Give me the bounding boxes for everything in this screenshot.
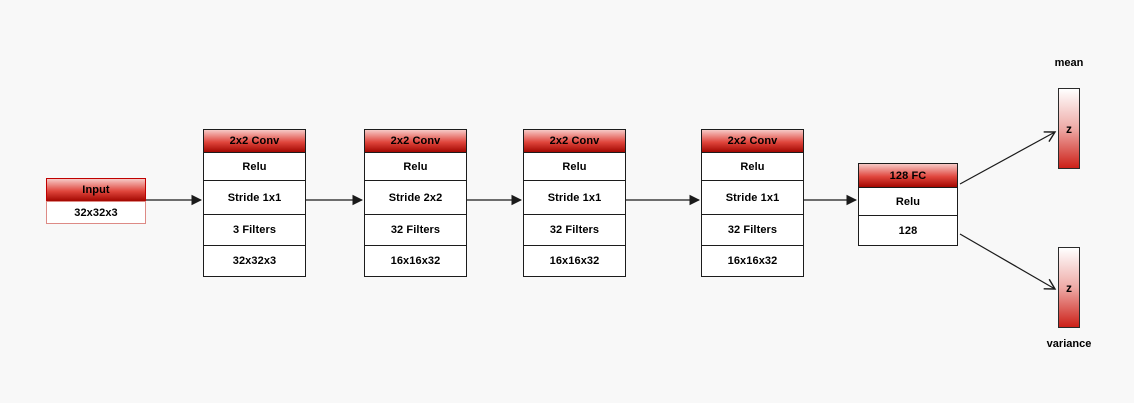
conv-block-4-output: 16x16x32 (701, 245, 804, 277)
conv-block-1-output: 32x32x3 (203, 245, 306, 277)
conv-block-2: 2x2 Conv Relu Stride 2x2 32 Filters 16x1… (364, 129, 467, 277)
conv-block-2-activation: Relu (364, 152, 467, 181)
conv-block-1: 2x2 Conv Relu Stride 1x1 3 Filters 32x32… (203, 129, 306, 277)
conv-block-2-filters: 32 Filters (364, 214, 467, 246)
conv-block-4-activation: Relu (701, 152, 804, 181)
conv-block-4-filters: 32 Filters (701, 214, 804, 246)
fc-block-activation: Relu (858, 187, 958, 216)
conv-block-1-stride: Stride 1x1 (203, 180, 306, 215)
variance-label: variance (1046, 338, 1092, 350)
input-block: Input 32x32x3 (46, 178, 146, 224)
conv-block-3-title: 2x2 Conv (523, 129, 626, 153)
conv-block-3-stride: Stride 1x1 (523, 180, 626, 215)
latent-variance-node: z (1058, 247, 1080, 328)
conv-block-3-filters: 32 Filters (523, 214, 626, 246)
fc-block: 128 FC Relu 128 (858, 163, 958, 246)
conv-block-1-activation: Relu (203, 152, 306, 181)
input-block-title: Input (46, 178, 146, 202)
conv-block-1-filters: 3 Filters (203, 214, 306, 246)
conv-block-4-stride: Stride 1x1 (701, 180, 804, 215)
conv-block-3-activation: Relu (523, 152, 626, 181)
conv-block-4: 2x2 Conv Relu Stride 1x1 32 Filters 16x1… (701, 129, 804, 277)
conv-block-2-stride: Stride 2x2 (364, 180, 467, 215)
fc-block-units: 128 (858, 215, 958, 246)
conv-block-4-title: 2x2 Conv (701, 129, 804, 153)
conv-block-3: 2x2 Conv Relu Stride 1x1 32 Filters 16x1… (523, 129, 626, 277)
conv-block-1-title: 2x2 Conv (203, 129, 306, 153)
conv-block-2-output: 16x16x32 (364, 245, 467, 277)
fc-block-title: 128 FC (858, 163, 958, 188)
conv-block-2-title: 2x2 Conv (364, 129, 467, 153)
input-block-dims: 32x32x3 (46, 201, 146, 224)
conv-block-3-output: 16x16x32 (523, 245, 626, 277)
latent-mean-node: z (1058, 88, 1080, 169)
arrow-fc-to-mean (959, 131, 1057, 185)
mean-label: mean (1054, 57, 1084, 69)
arrow-fc-to-variance (959, 233, 1057, 290)
